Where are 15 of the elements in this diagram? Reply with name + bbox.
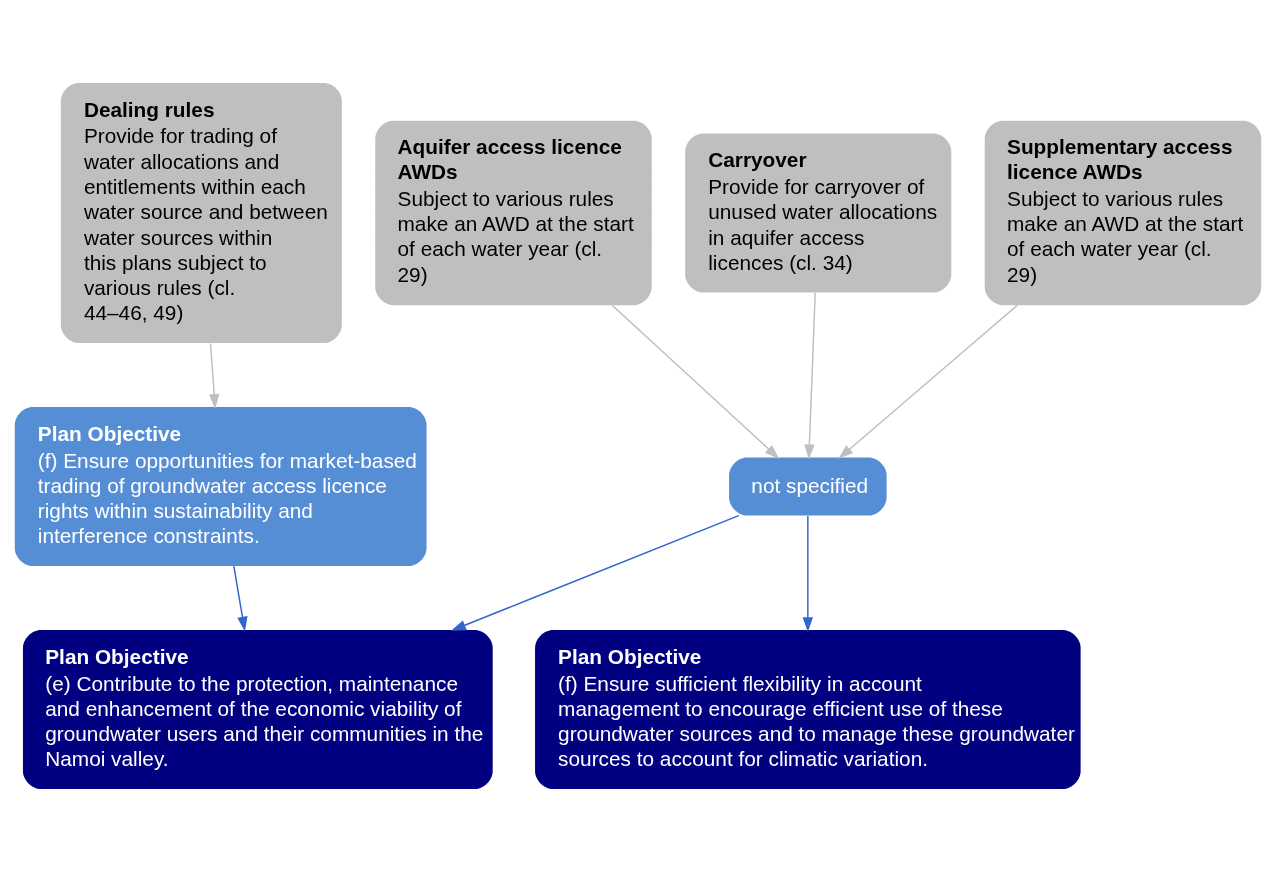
node-box: Supplementary access licence AWDs Subject to various rules make an AWD at the start of each water year (cl. 29): [984, 120, 1262, 305]
arrow: [611, 304, 780, 459]
arrow: [208, 342, 220, 409]
node-box: Carryover Provide for carryover of unused water allocations in aquifer access licences (cl. 34): [685, 133, 952, 293]
node-box: Plan Objective (f) Ensure opportunities for market-based trading of groundwater access licence rights within sustainability and interference constraints.: [14, 406, 427, 566]
arrow: [802, 514, 814, 632]
node-box: Dealing rules Provide for trading of water allocations and entitlements within each water source and between water sources within this plans subject to various rules (cl. 44–46, 49): [60, 82, 342, 343]
node-box: Plan Objective (e) Contribute to the protection, maintenance and enhancement of the economic viability of groundwater users and their communities in the Namoi valley.: [22, 629, 493, 789]
node-box: Aquifer access licence AWDs Subject to various rules make an AWD at the start of each water year (cl. 29): [375, 120, 652, 305]
arrow: [450, 514, 740, 631]
arrow: [804, 291, 816, 459]
node-box: not specified: [729, 457, 887, 516]
arrow: [233, 564, 248, 632]
node-box: Plan Objective (f) Ensure sufficient flexibility in account management to encourage efficient use of these groundwater sources and to manage these groundwater sources to account for climatic variation.: [535, 629, 1081, 789]
arrow: [838, 304, 1018, 459]
